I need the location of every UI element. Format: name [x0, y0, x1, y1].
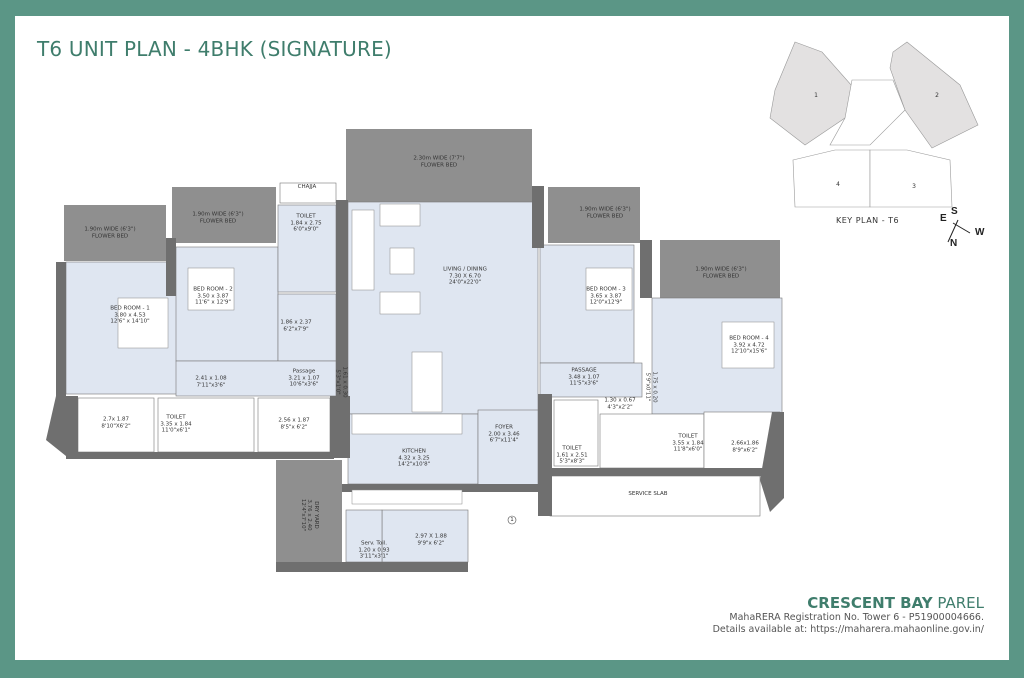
toilet-left-area	[157, 397, 255, 453]
brand-block: CRESCENT BAY PAREL MahaRERA Registration…	[713, 594, 984, 636]
sofa-top	[379, 203, 421, 227]
chajja-area	[279, 182, 337, 204]
service-slab-label: SERVICE SLAB	[628, 490, 668, 497]
flower-bed-4-label: 1.90m WIDE (6'3")FLOWER BED	[695, 266, 747, 280]
compass-north: N	[950, 238, 958, 249]
compass-east: E	[940, 213, 947, 224]
svg-text:3: 3	[912, 183, 916, 190]
entry-marker	[507, 515, 517, 525]
service-slab-area	[549, 475, 761, 517]
bed-3	[585, 267, 633, 311]
flower-bed-3	[548, 187, 640, 243]
bed-2	[187, 267, 235, 311]
kitchen-platform	[351, 489, 463, 505]
flower-bed-4	[660, 240, 780, 300]
passage-left-area	[175, 360, 337, 397]
chajja-label: CHAJJA	[297, 183, 317, 190]
flower-bed-2-label: 1.90m WIDE (6'3")FLOWER BED	[192, 211, 244, 225]
dining-table	[411, 351, 443, 413]
brand-name: CRESCENT BAY PAREL	[807, 594, 984, 612]
rera-registration: MahaRERA Registration No. Tower 6 - P519…	[729, 612, 984, 623]
sofa-bottom	[379, 291, 421, 315]
page-title: T6 UNIT PLAN - 4BHK (SIGNATURE)	[37, 37, 392, 61]
foyer-area	[477, 409, 539, 487]
compass-south: S	[951, 206, 958, 217]
svg-text:1: 1	[814, 92, 818, 99]
compass-west: W	[975, 227, 985, 238]
svg-text:2: 2	[935, 92, 939, 99]
dress-left-area	[77, 397, 155, 453]
bed-1	[117, 297, 169, 349]
key-plan-label: KEY PLAN - T6	[836, 216, 900, 225]
rera-details-link[interactable]: Details available at: https://maharera.m…	[712, 624, 984, 635]
key-plan-unit-3	[869, 149, 953, 208]
dry-yard-area	[276, 460, 342, 570]
flower-bed-2	[172, 187, 276, 243]
key-plan-unit-2	[889, 41, 979, 149]
entry-marker-label: 1	[510, 516, 514, 523]
flower-bed-1-label: 1.90m WIDE (6'3")FLOWER BED	[84, 226, 136, 240]
serv-toil-area	[345, 509, 383, 563]
key-plan-unit-1	[769, 41, 861, 146]
toilet-r2-area	[599, 413, 705, 469]
living-dining-area	[347, 201, 539, 415]
flower-bed-3-label: 1.90m WIDE (6'3")FLOWER BED	[579, 206, 631, 220]
sofa-left	[351, 209, 375, 291]
toilet-r1-area	[553, 399, 599, 467]
dress-mid-area	[257, 397, 331, 453]
flower-bed-living	[346, 129, 532, 206]
dress-1-area	[277, 293, 337, 362]
svg-text:4: 4	[836, 181, 840, 188]
flower-bed-living-label: 2.30m WIDE (7'7")FLOWER BED	[413, 155, 465, 169]
utility-area	[381, 509, 469, 563]
passage-right-area	[539, 362, 643, 398]
coffee-table	[389, 247, 415, 275]
bed-4	[721, 321, 775, 369]
toilet-top-area	[277, 204, 337, 293]
flower-bed-1	[64, 205, 166, 261]
kitchen-counter	[351, 413, 463, 435]
